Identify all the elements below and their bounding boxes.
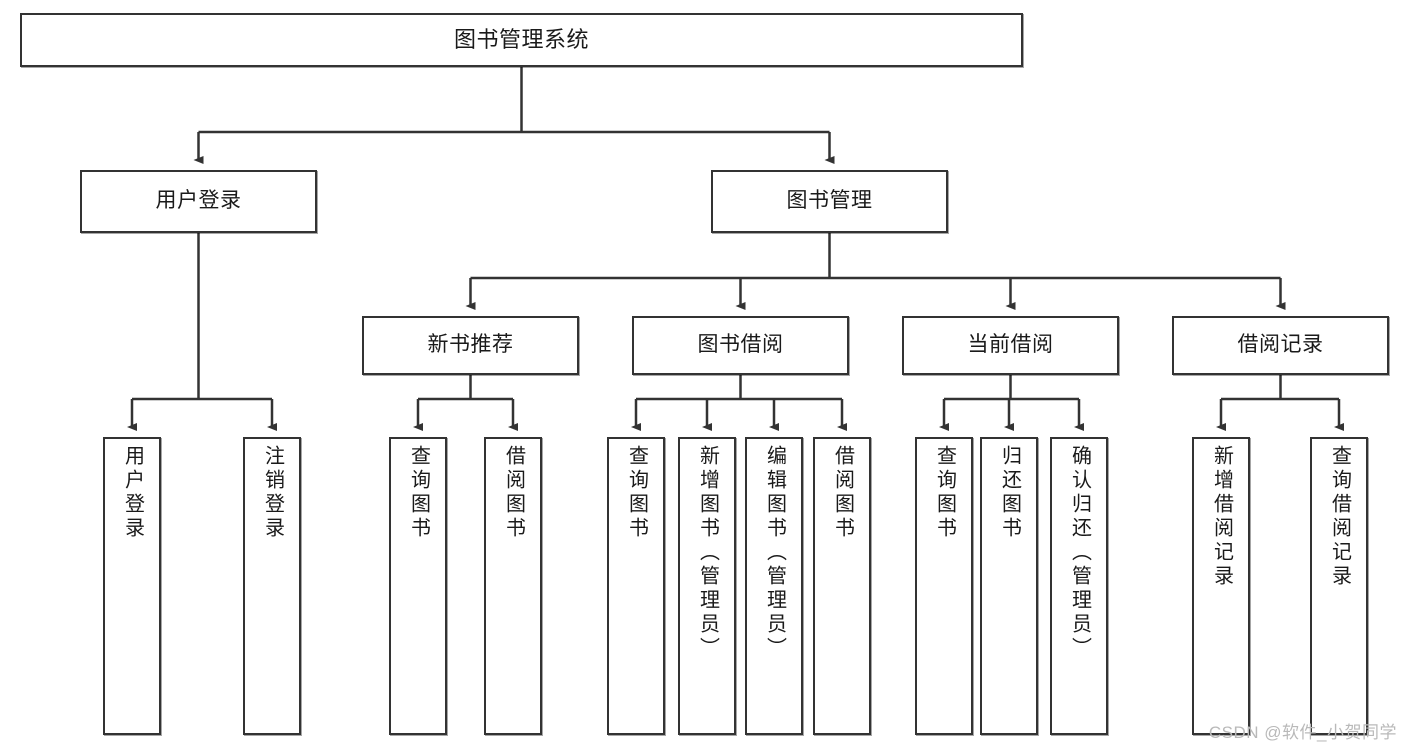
node-label: 图书借阅 xyxy=(697,333,784,357)
node-label: 新增借阅记录 xyxy=(1210,445,1233,589)
node-leaf_add_book[interactable]: 新增图书（管理员） xyxy=(678,437,736,735)
node-book_borrow[interactable]: 图书借阅 xyxy=(632,316,849,375)
node-leaf_borrow_book_2[interactable]: 借阅图书 xyxy=(813,437,871,735)
node-borrow_record[interactable]: 借阅记录 xyxy=(1172,316,1389,375)
node-root[interactable]: 图书管理系统 xyxy=(20,13,1023,67)
node-leaf_query_book_2[interactable]: 查询图书 xyxy=(607,437,665,735)
node-user_login[interactable]: 用户登录 xyxy=(80,170,317,233)
node-current_borrow[interactable]: 当前借阅 xyxy=(902,316,1119,375)
node-leaf_query_book_3[interactable]: 查询图书 xyxy=(915,437,973,735)
node-leaf_edit_book[interactable]: 编辑图书（管理员） xyxy=(745,437,803,735)
node-label: 编辑图书（管理员） xyxy=(763,445,786,661)
node-leaf_user_login[interactable]: 用户登录 xyxy=(103,437,161,735)
node-label: 借阅图书 xyxy=(502,445,525,541)
node-label: 借阅记录 xyxy=(1237,333,1324,357)
node-leaf_logout[interactable]: 注销登录 xyxy=(243,437,301,735)
node-label: 新增图书（管理员） xyxy=(696,445,719,661)
node-leaf_query_book_1[interactable]: 查询图书 xyxy=(389,437,447,735)
node-label: 查询借阅记录 xyxy=(1328,445,1351,589)
node-label: 查询图书 xyxy=(407,445,430,541)
node-label: 当前借阅 xyxy=(967,333,1054,357)
node-label: 用户登录 xyxy=(155,189,242,213)
node-leaf_borrow_book_1[interactable]: 借阅图书 xyxy=(484,437,542,735)
node-leaf_add_record[interactable]: 新增借阅记录 xyxy=(1192,437,1250,735)
node-label: 新书推荐 xyxy=(427,333,514,357)
node-leaf_query_record[interactable]: 查询借阅记录 xyxy=(1310,437,1368,735)
node-leaf_confirm_return[interactable]: 确认归还（管理员） xyxy=(1050,437,1108,735)
node-label: 查询图书 xyxy=(625,445,648,541)
node-leaf_return_book[interactable]: 归还图书 xyxy=(980,437,1038,735)
node-label: 图书管理 xyxy=(786,189,873,213)
node-book_manage[interactable]: 图书管理 xyxy=(711,170,948,233)
node-label: 归还图书 xyxy=(998,445,1021,541)
node-label: 注销登录 xyxy=(261,445,284,541)
node-new_book_rec[interactable]: 新书推荐 xyxy=(362,316,579,375)
node-label: 确认归还（管理员） xyxy=(1068,445,1091,661)
node-label: 用户登录 xyxy=(121,445,144,541)
node-label: 图书管理系统 xyxy=(453,27,589,53)
node-label: 查询图书 xyxy=(933,445,956,541)
watermark-label: CSDN @软件_小贺同学 xyxy=(1208,723,1397,742)
node-label: 借阅图书 xyxy=(831,445,854,541)
